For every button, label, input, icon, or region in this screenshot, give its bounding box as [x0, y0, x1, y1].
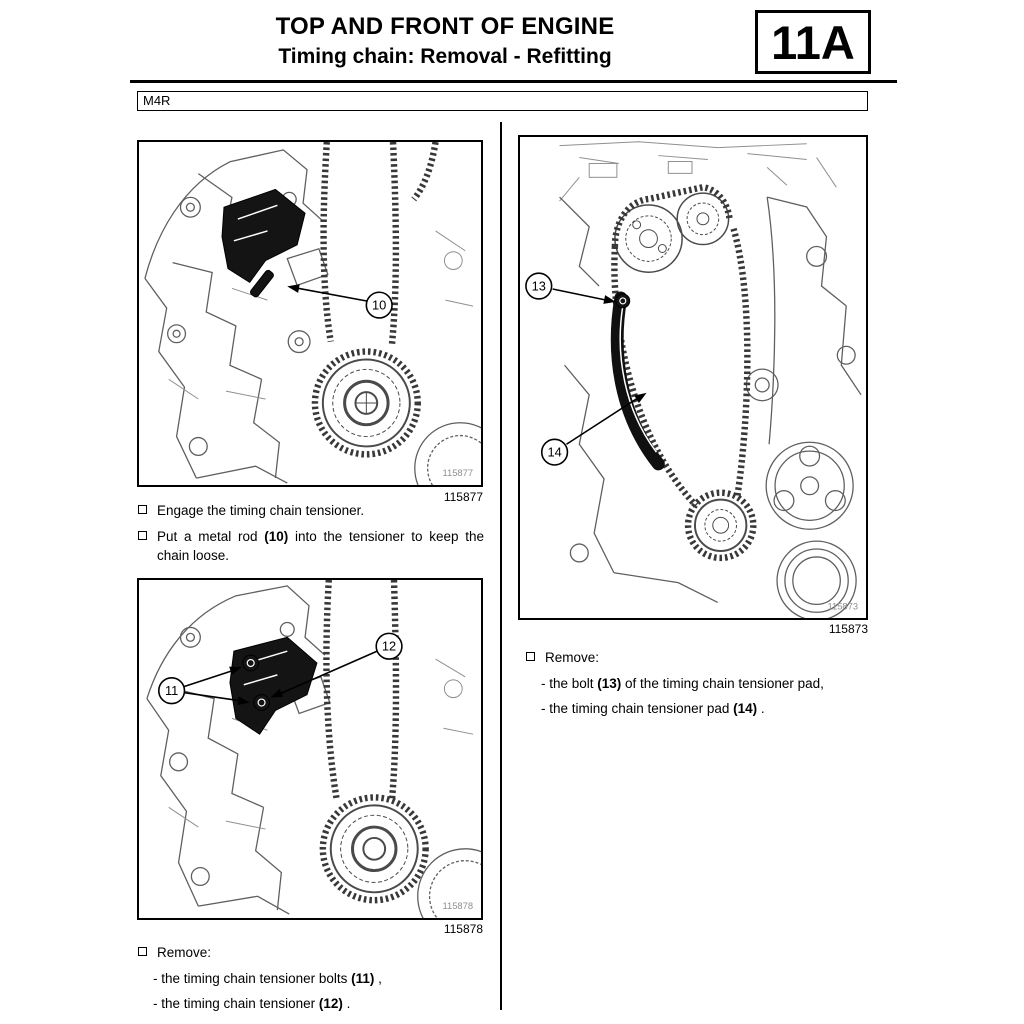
figure-number-115877: 115877: [443, 490, 483, 504]
pump-pulley-art: [765, 441, 854, 530]
crank-pulley-art: [776, 540, 857, 618]
callout-10-label: 10: [372, 298, 386, 313]
step-engage-tensioner: Engage the timing chain tensioner.: [137, 501, 484, 520]
remove-heading: Remove:: [137, 943, 484, 962]
square-bullet-icon: [138, 947, 147, 956]
metal-rod-art: [250, 269, 274, 298]
ref-14: (14): [733, 701, 758, 716]
section-code: 11A: [771, 15, 855, 69]
item-text-post: .: [342, 996, 351, 1011]
left-remove-list: Remove: - the timing chain tensioner bol…: [137, 943, 484, 1013]
remove-item-pad-bolt: - the bolt (13) of the timing chain tens…: [525, 674, 868, 693]
step-metal-rod: Put a metal rod (10) into the tensioner …: [137, 527, 484, 565]
callout-14-label: 14: [547, 445, 561, 460]
step-text: Put a metal rod (10) into the tensioner …: [157, 527, 484, 565]
item-text-pre: - the timing chain tensioner: [153, 996, 319, 1011]
square-bullet-icon: [526, 652, 535, 661]
crank-sprocket-art: [329, 804, 419, 894]
page-subtitle: Timing chain: Removal - Refitting: [278, 45, 612, 68]
callout-10: 10: [287, 284, 393, 319]
figure-id-inner: 115878: [442, 901, 473, 911]
step-text-post: into the tensioner to keep the chain loo…: [157, 529, 484, 563]
engine-code: M4R: [143, 93, 171, 108]
step-text-pre: Put a metal rod: [157, 529, 265, 544]
item-text-pre: - the timing chain tensioner pad: [541, 701, 734, 716]
crank-sprocket-art: [693, 498, 748, 552]
figure-115877-illustration: 10 115877: [144, 142, 481, 485]
ref-12: (12): [318, 996, 343, 1011]
item-text-post: of the timing chain tensioner pad,: [621, 676, 824, 691]
tensioner-art: [221, 188, 306, 298]
ref-13: (13): [597, 676, 622, 691]
remove-label: Remove:: [545, 650, 600, 665]
callout-12-label: 12: [382, 639, 396, 654]
tensioner-bolt-art: [242, 654, 260, 672]
figure-115878-frame: 11 12 115878: [137, 578, 483, 920]
section-code-box: 11A: [755, 10, 871, 74]
square-bullet-icon: [138, 531, 147, 540]
figure-115873-illustration: 13 14 115873: [525, 141, 862, 618]
crank-sprocket-art: [321, 358, 411, 448]
callout-11: 11: [157, 666, 250, 706]
figure-id-inner: 115877: [442, 467, 473, 478]
figure-115877-frame: 10 115877: [137, 140, 483, 487]
page-title: TOP AND FRONT OF ENGINE: [275, 13, 615, 40]
left-steps: Engage the timing chain tensioner. Put a…: [137, 501, 484, 572]
timing-chain-art: [311, 142, 439, 458]
remove-item-pad: - the timing chain tensioner pad (14) .: [525, 699, 868, 718]
header-rule: [130, 80, 897, 83]
item-text-post: ,: [374, 971, 382, 986]
tensioner-bolt-art: [253, 694, 270, 711]
engine-code-box: M4R: [137, 91, 868, 111]
callout-14: 14: [540, 392, 647, 466]
column-divider: [500, 122, 502, 1010]
timing-chain-art: [611, 183, 757, 562]
remove-heading: Remove:: [525, 648, 868, 667]
figure-115878-illustration: 11 12 115878: [146, 580, 481, 918]
tensioner-pad-art: [610, 291, 665, 471]
callout-13-label: 13: [532, 279, 546, 294]
right-remove-list: Remove: - the bolt (13) of the timing ch…: [525, 648, 868, 718]
callout-11-label: 11: [165, 683, 178, 698]
timing-chain-art: [319, 580, 429, 904]
ref-10: (10): [264, 529, 289, 544]
callout-12: 12: [270, 632, 403, 698]
remove-item-tensioner: - the timing chain tensioner (12) .: [137, 994, 484, 1013]
square-bullet-icon: [138, 505, 147, 514]
remove-label: Remove:: [157, 945, 212, 960]
ref-11: (11): [351, 971, 375, 986]
item-text-pre: - the timing chain tensioner bolts: [153, 971, 352, 986]
item-text-pre: - the bolt: [541, 676, 598, 691]
figure-115873-frame: 13 14 115873: [518, 135, 868, 620]
pad-bolt-art: [615, 293, 631, 309]
figure-id-inner: 115873: [827, 600, 858, 611]
item-text-post: .: [757, 701, 765, 716]
callout-13: 13: [525, 272, 616, 304]
figure-number-115873: 115873: [828, 622, 868, 636]
step-text: Engage the timing chain tensioner.: [157, 503, 365, 518]
remove-item-tensioner-bolts: - the timing chain tensioner bolts (11) …: [137, 969, 484, 988]
tensioner-art: [229, 636, 318, 735]
figure-number-115878: 115878: [443, 922, 483, 936]
